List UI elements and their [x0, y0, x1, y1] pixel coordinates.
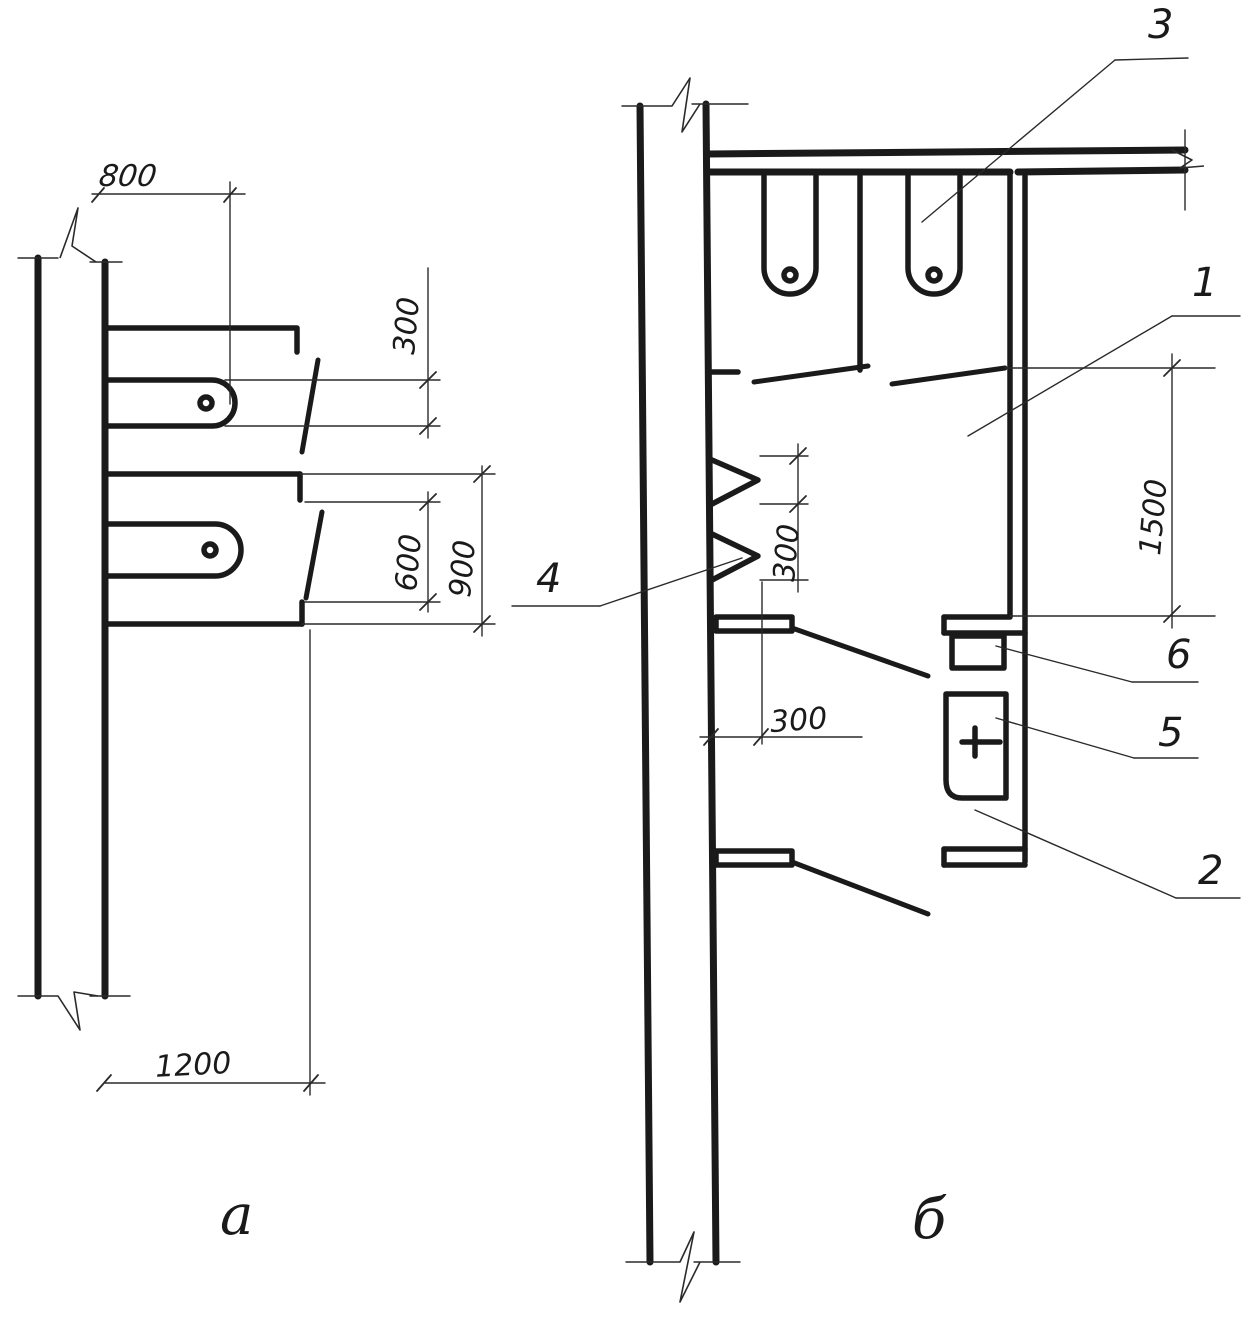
plan-b-callout-4: 4 — [536, 556, 561, 602]
plan-a-dim-800: 800 — [97, 159, 159, 194]
plan-b-dim-1500: 1500 — [1133, 478, 1175, 557]
plan-a-partitions — [102, 325, 305, 627]
plan-b-callout-3: 3 — [1148, 2, 1173, 48]
plan-b-callout-6: 6 — [1166, 632, 1191, 678]
plan-b-callout-5: 5 — [1158, 710, 1183, 756]
plan-b: 1500 300 300 3 1 4 6 5 2 б — [511, 2, 1241, 1303]
plan-b-urinals — [709, 457, 761, 583]
plan-a-dim-1200: 1200 — [154, 1046, 232, 1085]
plan-a-caption: а — [220, 1183, 253, 1248]
plan-b-callout-2: 2 — [1198, 848, 1223, 894]
plan-b-callout-1: 1 — [1192, 260, 1217, 306]
plan-a-toilet-1 — [102, 377, 238, 429]
plan-a: 800 1200 300 600 900 а — [17, 159, 496, 1248]
plan-b-dimensions — [699, 353, 1216, 746]
plan-b-right-partition — [1007, 169, 1028, 865]
plan-b-ceiling-wall — [704, 129, 1205, 211]
plan-b-leaders — [511, 57, 1241, 899]
plan-a-dim-300: 300 — [387, 296, 427, 356]
plan-b-caption: б — [912, 1187, 947, 1252]
plan-a-doors — [299, 357, 325, 601]
plan-b-wall — [621, 77, 749, 1303]
plan-a-toilet-2 — [102, 521, 244, 579]
plan-a-dimensions — [91, 181, 496, 1096]
plan-a-wall — [17, 207, 131, 1031]
plan-b-dim-300-horizontal: 300 — [769, 701, 829, 740]
plan-b-dim-300-vertical: 300 — [767, 523, 807, 583]
plan-a-dim-900: 900 — [443, 539, 483, 599]
plan-b-washbasin-unit — [941, 614, 1028, 868]
plan-b-screens — [713, 614, 931, 917]
plan-a-dim-600: 600 — [389, 533, 429, 593]
plan-b-toilets — [709, 173, 1008, 387]
